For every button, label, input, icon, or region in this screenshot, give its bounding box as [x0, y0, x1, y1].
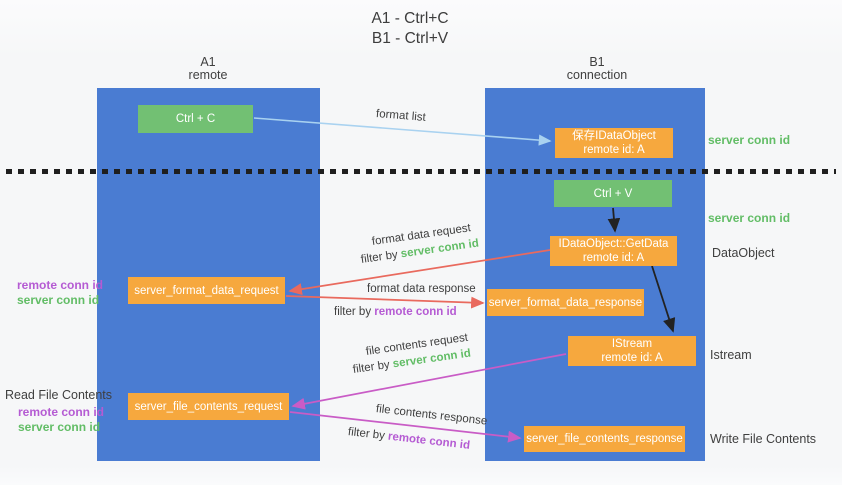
- label-dataobject: DataObject: [712, 246, 775, 260]
- label-format-data-response: format data response: [367, 283, 476, 295]
- node-ctrl-v-label: Ctrl + V: [593, 187, 633, 200]
- label-write-file-contents: Write File Contents: [710, 432, 817, 446]
- diagram-title: A1 - Ctrl+C B1 - Ctrl+V: [320, 9, 500, 49]
- label-server-conn-id-mid: server conn id: [708, 211, 791, 225]
- node-format-response-label: server_format_data_response: [488, 296, 643, 309]
- label-remote-conn-id-1: remote conn id: [17, 278, 104, 292]
- filter-prefix: filter by: [334, 306, 372, 318]
- lane-a1-role: remote: [188, 68, 228, 82]
- lane-header-a1: A1 remote: [148, 56, 268, 82]
- lane-b1-name: B1: [589, 55, 605, 69]
- lane-header-b1: B1 connection: [537, 56, 657, 82]
- node-file-response-label: server_file_contents_response: [526, 433, 683, 445]
- filter-key-remote-conn-id: remote conn id: [374, 306, 457, 318]
- node-getdata-line2: remote id: A: [582, 252, 645, 264]
- title-line-2: B1 - Ctrl+V: [371, 30, 449, 47]
- node-ctrl-c-label: Ctrl + C: [175, 113, 216, 125]
- node-file-request-label: server_file_contents_request: [134, 400, 283, 413]
- filter-key-remote-conn-id: remote conn id: [387, 430, 471, 452]
- node-format-request-label: server_format_data_request: [134, 284, 279, 297]
- label-filter-by-remote-conn-id-2: filter by remote conn id: [347, 426, 470, 452]
- label-server-conn-id-left-1: server conn id: [17, 293, 100, 307]
- node-save-idataobject-line1: 保存IDataObject: [572, 130, 656, 142]
- node-ctrl-c: Ctrl + C: [138, 105, 253, 133]
- node-save-idataobject-line2: remote id: A: [583, 144, 645, 156]
- node-server-file-contents-response: server_file_contents_response: [524, 426, 685, 452]
- label-filter-by-remote-conn-id-1: filter by remote conn id: [334, 306, 457, 318]
- node-istream-line2: remote id: A: [601, 352, 663, 364]
- node-ctrl-v: Ctrl + V: [554, 180, 672, 207]
- label-format-list: format list: [375, 108, 427, 124]
- label-remote-conn-id-2: remote conn id: [18, 405, 105, 419]
- label-istream: Istream: [710, 348, 752, 362]
- lane-b1-role: connection: [566, 68, 628, 82]
- label-server-conn-id-top: server conn id: [708, 133, 791, 147]
- node-server-file-contents-request: server_file_contents_request: [128, 393, 289, 420]
- label-server-conn-id-left-2: server conn id: [18, 420, 101, 434]
- label-read-file-contents: Read File Contents: [5, 388, 113, 402]
- node-getdata-line1: IDataObject::GetData: [558, 238, 669, 250]
- filter-prefix: filter by: [352, 358, 391, 376]
- label-file-contents-response: file contents response: [375, 403, 488, 428]
- title-line-1: A1 - Ctrl+C: [371, 10, 449, 27]
- session-separator-line: [6, 169, 836, 174]
- lane-a1-name: A1: [200, 55, 216, 69]
- node-save-idataobject: 保存IDataObject remote id: A: [555, 128, 673, 158]
- node-server-format-data-response: server_format_data_response: [487, 289, 644, 316]
- node-idataobject-getdata: IDataObject::GetData remote id: A: [550, 236, 677, 266]
- node-istream-line1: IStream: [611, 338, 653, 350]
- node-server-format-data-request: server_format_data_request: [128, 277, 285, 304]
- node-istream: IStream remote id: A: [568, 336, 696, 366]
- filter-prefix: filter by: [360, 248, 399, 266]
- filter-prefix: filter by: [347, 426, 386, 443]
